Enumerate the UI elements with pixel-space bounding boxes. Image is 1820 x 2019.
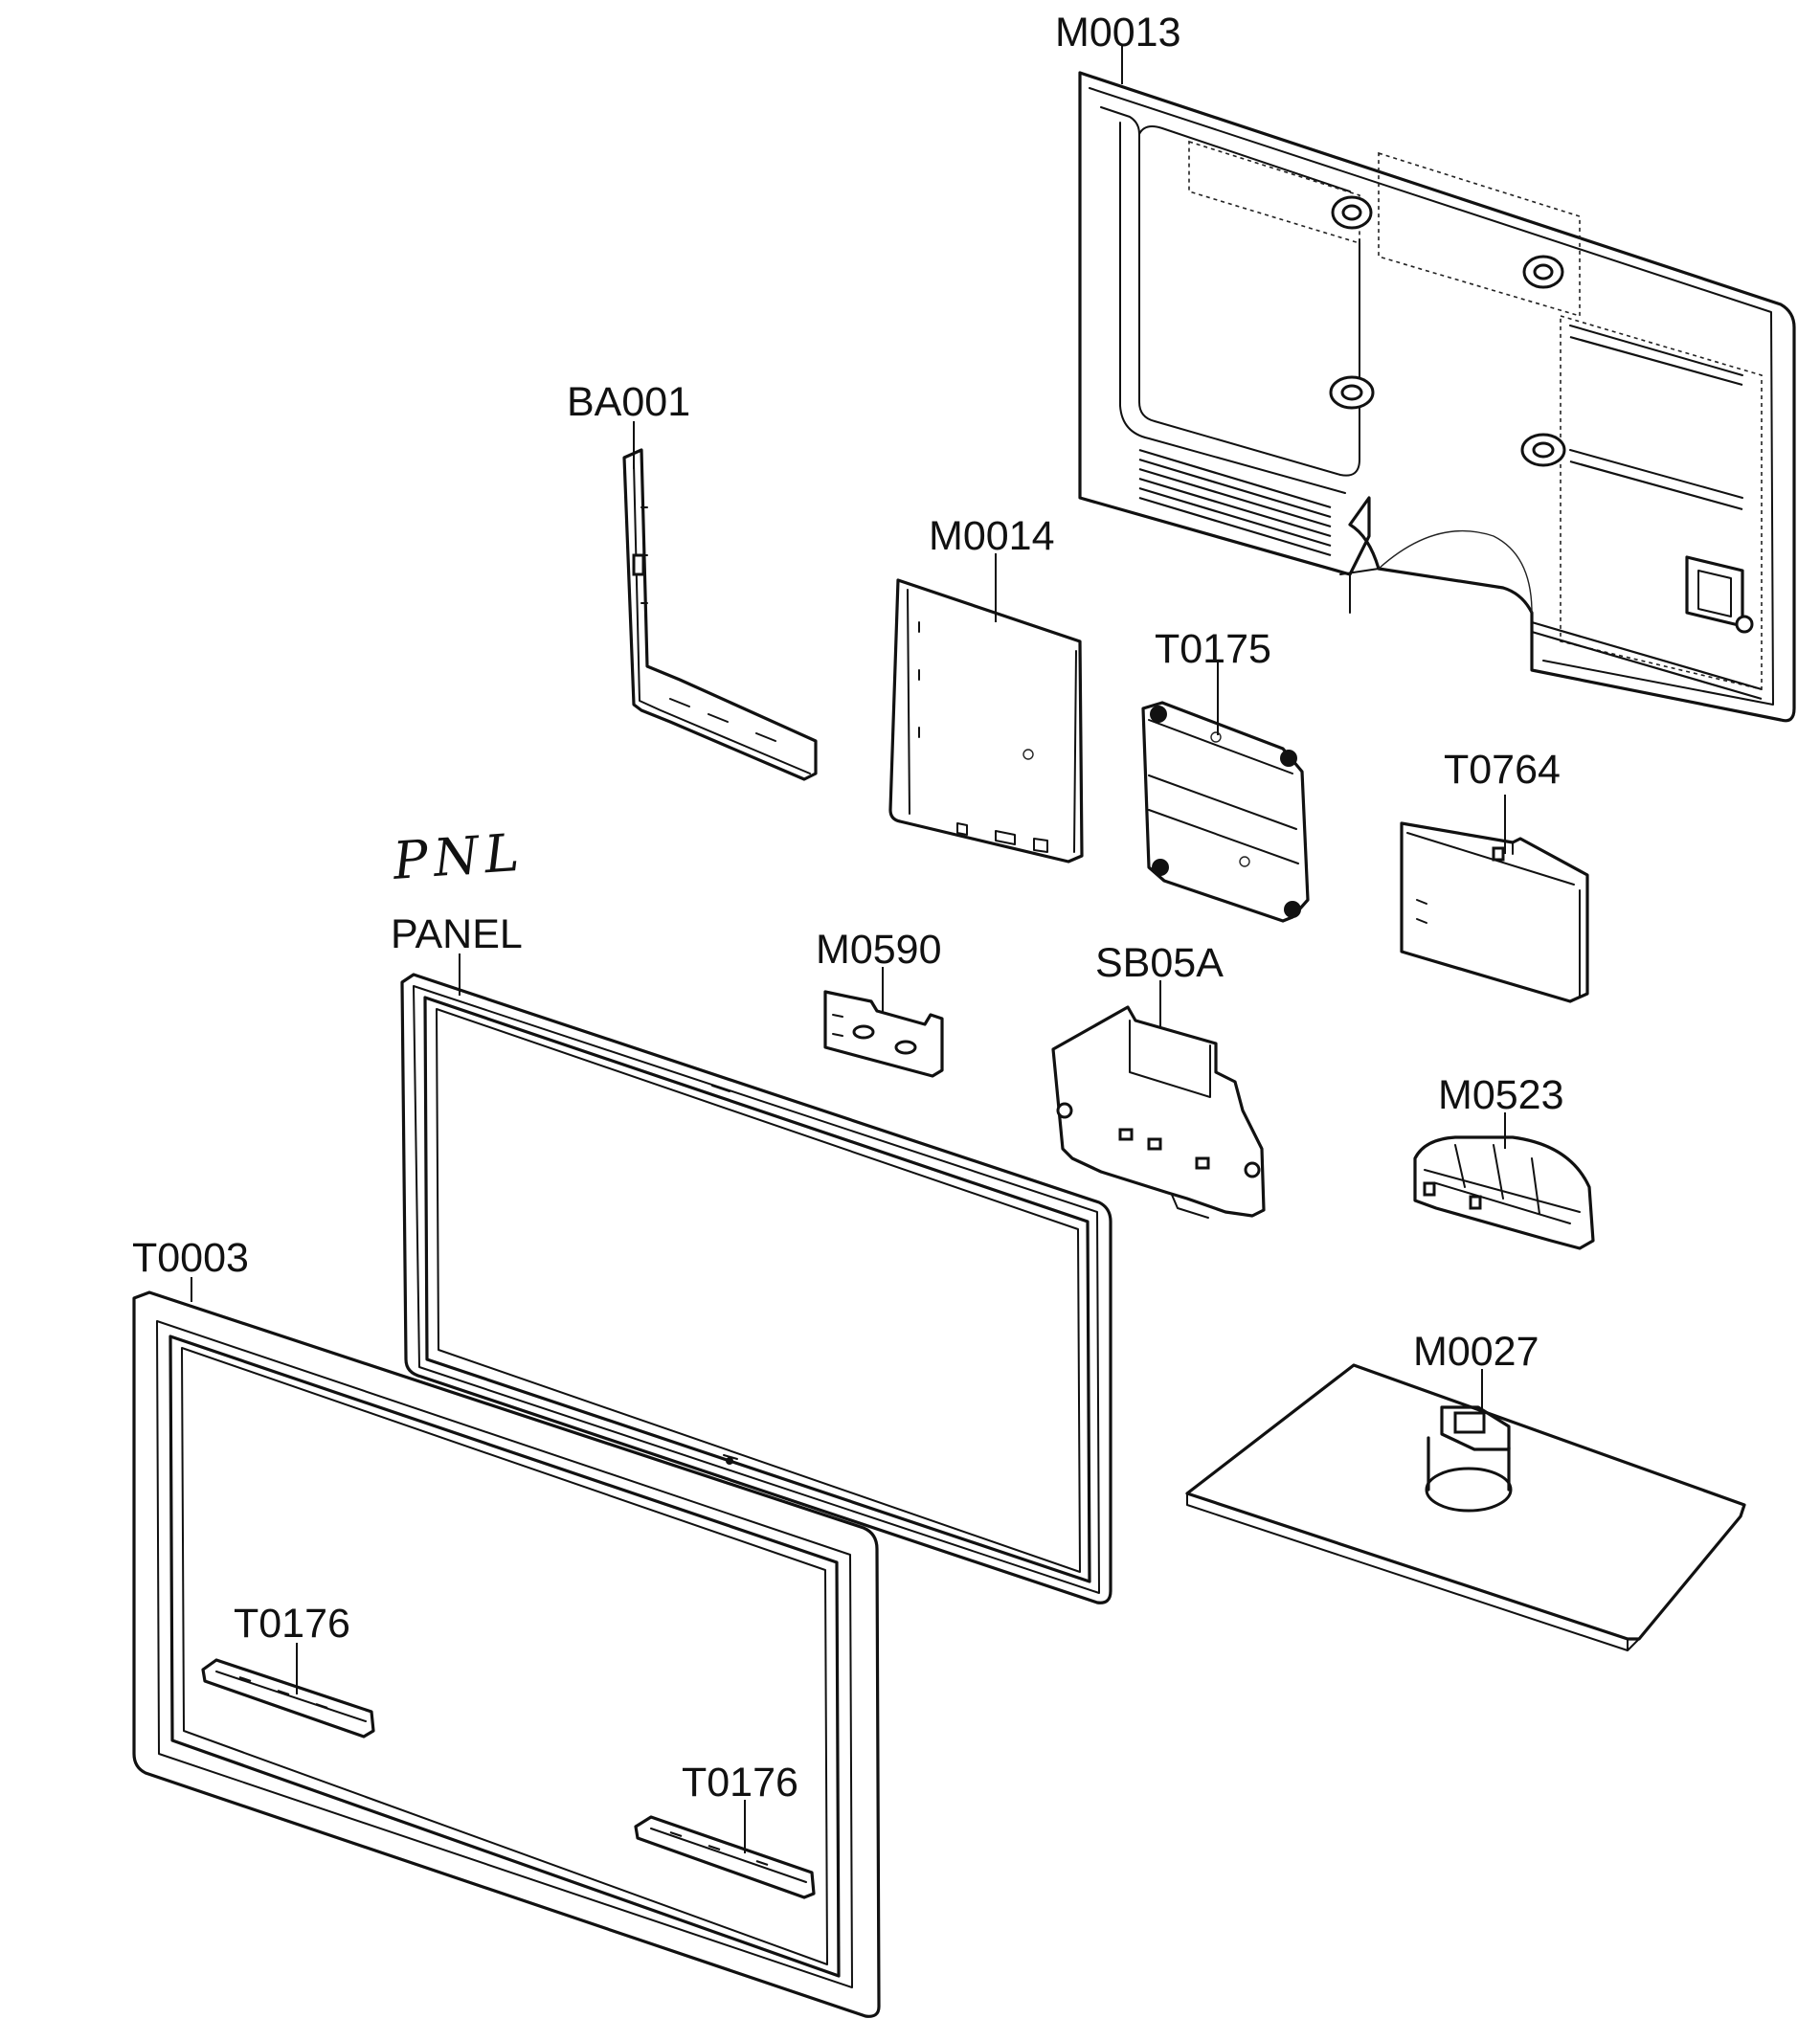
label-panel: PANEL — [391, 911, 523, 957]
wall-mount-bracket-t0175[interactable] — [1141, 701, 1310, 923]
label-m0523: M0523 — [1438, 1072, 1563, 1118]
clip-t0176-left[interactable] — [201, 1658, 375, 1739]
label-m0590: M0590 — [816, 927, 941, 973]
label-t0176-left: T0176 — [234, 1601, 350, 1647]
small-bracket-m0590[interactable] — [823, 990, 944, 1078]
label-t0003: T0003 — [132, 1235, 249, 1281]
label-t0764: T0764 — [1444, 747, 1561, 793]
handwritten-note-pnl: PNL — [391, 822, 528, 892]
shield-bracket-sb05a[interactable] — [1051, 1005, 1266, 1219]
stand-base-m0027[interactable] — [1185, 1363, 1746, 1651]
label-t0176-right: T0176 — [682, 1760, 798, 1806]
label-t0175: T0175 — [1155, 626, 1271, 672]
label-ba001: BA001 — [567, 379, 690, 425]
label-sb05a: SB05A — [1095, 940, 1224, 986]
label-m0027: M0027 — [1413, 1329, 1539, 1375]
front-bezel-t0003[interactable] — [132, 1290, 881, 2018]
stand-neck-m0523[interactable] — [1413, 1135, 1595, 1250]
rear-cover-m0013[interactable] — [1078, 71, 1796, 723]
display-panel[interactable] — [400, 973, 1112, 1604]
circuit-board-t0764[interactable] — [1400, 821, 1589, 1003]
bracket-ba001[interactable] — [622, 448, 818, 781]
clip-t0176-right[interactable] — [634, 1815, 816, 1899]
label-m0014: M0014 — [929, 513, 1054, 559]
label-m0013: M0013 — [1055, 10, 1180, 56]
main-board-m0014[interactable] — [888, 578, 1084, 864]
